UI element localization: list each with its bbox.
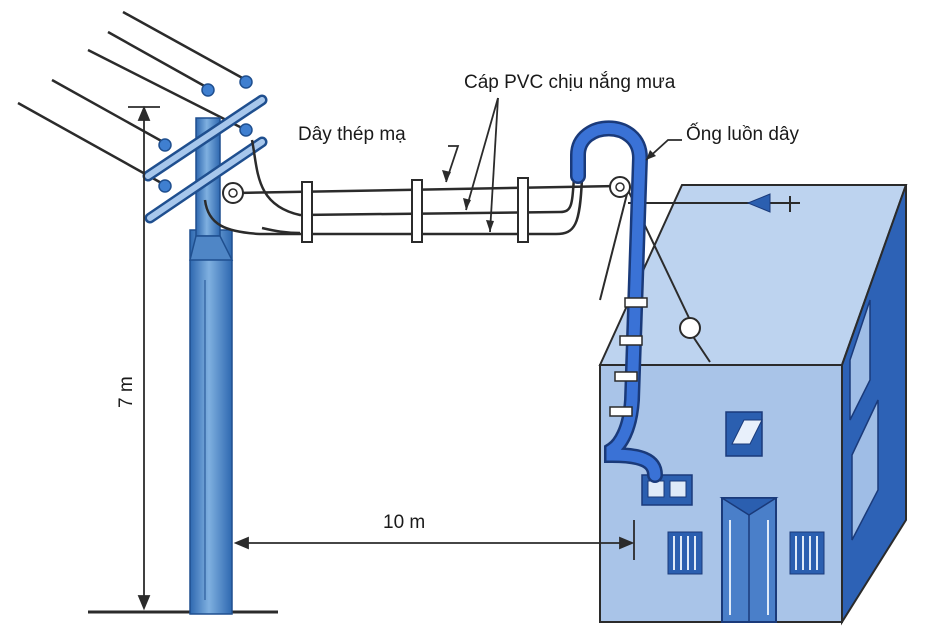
steel-wire-label: Dây thép mạ (298, 124, 406, 145)
height-label: 7 m (116, 376, 137, 408)
house (598, 184, 908, 626)
conduit-label: Ống luồn dây (686, 123, 800, 145)
cross-arms (142, 94, 268, 224)
pvc-cables (203, 139, 584, 236)
distance-label: 10 m (383, 512, 425, 533)
direction-arrow (746, 193, 771, 213)
conduit-clamps (609, 297, 648, 417)
cable-clamps (301, 177, 529, 243)
cable-label: Cáp PVC chịu nắng mưa (464, 71, 676, 93)
steel-messenger-wire (235, 184, 619, 195)
cable-lower-gap (299, 222, 559, 227)
overhead-wires (17, 10, 247, 187)
label-leaders (445, 97, 682, 233)
distance-dimension (233, 520, 635, 560)
insulators (158, 75, 253, 193)
height-dimension (128, 105, 160, 611)
roof-insulator (679, 317, 701, 339)
roof-support-lines (599, 189, 800, 363)
